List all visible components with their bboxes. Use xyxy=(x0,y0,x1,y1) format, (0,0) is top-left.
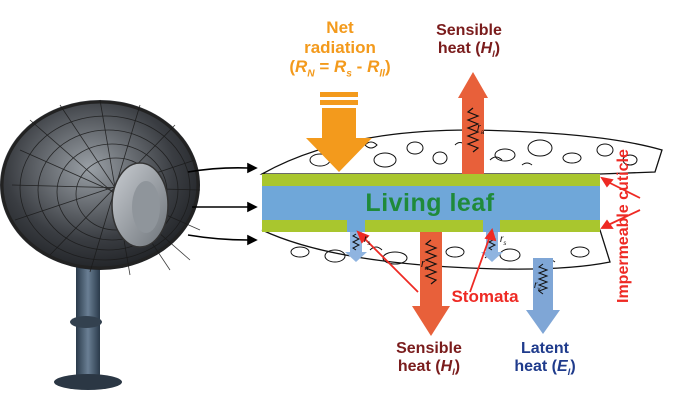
living-leaf-body xyxy=(262,186,600,220)
airflow-arrow-bottom xyxy=(187,234,249,241)
impermeable-cuticle-label: Impermeable cuticle xyxy=(615,149,632,303)
rs-left-label: rs xyxy=(364,234,371,247)
net-radiation-line1: Net xyxy=(326,18,354,37)
sensible-heat-bottom-line2: heat (Hl) xyxy=(397,358,461,379)
latent-heat-line1: Latent xyxy=(521,340,569,357)
stoma-left xyxy=(347,220,365,232)
fan-hub-cap xyxy=(132,181,160,233)
rv-label: rv xyxy=(534,280,541,293)
ra-bottom-label: ra xyxy=(421,258,429,273)
ra-bottom-resistor xyxy=(424,239,438,285)
sensible-heat-bottom-head xyxy=(412,306,450,336)
cuticle-pointer-top xyxy=(605,180,641,199)
stomata-pointer-left-head xyxy=(356,230,370,244)
ra-top-resistor xyxy=(466,107,480,153)
upper-cuticle xyxy=(262,174,600,186)
fan-illustration xyxy=(0,99,201,390)
cuticle-pointer-bottom xyxy=(605,209,641,227)
net-radiation-equation: (RN = Rs - Rll) xyxy=(289,57,391,80)
sensible-heat-arrow-bottom xyxy=(412,232,450,336)
cuticle-pointer-top-head xyxy=(600,176,614,188)
lower-cuticle xyxy=(262,220,600,232)
ra-top-label: ra xyxy=(477,122,485,137)
airflow-arrowhead-bottom xyxy=(247,234,258,246)
sensible-heat-top-line2: heat (Hl) xyxy=(437,40,501,61)
fan-pole xyxy=(76,250,100,380)
stoma-right xyxy=(483,220,500,232)
net-radiation-head xyxy=(306,138,372,172)
net-radiation-arrow xyxy=(306,92,372,172)
airflow-arrowhead-top xyxy=(247,162,258,174)
living-leaf-label: Living leaf xyxy=(365,189,495,217)
stomata-label: Stomata xyxy=(451,287,519,306)
rs-right-label: rs xyxy=(500,234,507,247)
fan-pole-collar xyxy=(70,316,102,328)
net-radiation-bar-2 xyxy=(320,100,358,105)
net-radiation-label: Net radiation (RN = Rs - Rll) xyxy=(265,18,415,80)
fan-base xyxy=(54,374,122,390)
net-radiation-shaft xyxy=(322,108,356,138)
airflow-arrows xyxy=(187,162,258,246)
stomata-arrow-left xyxy=(345,232,367,262)
sensible-heat-bottom-line1: Sensible xyxy=(396,340,462,357)
airflow-arrowhead-middle xyxy=(247,201,258,213)
latent-heat-head xyxy=(526,310,560,334)
rs-left-resistor xyxy=(351,233,361,251)
annotation-pointers xyxy=(356,176,641,293)
sensible-heat-top-head xyxy=(458,72,488,98)
sensible-heat-bottom-shaft xyxy=(420,232,442,306)
airflow-arrow-top xyxy=(187,167,249,173)
rv-resistor xyxy=(537,263,549,295)
net-radiation-line2: radiation xyxy=(304,37,376,57)
latent-heat-line2: heat (El) xyxy=(514,358,576,379)
cuticle-pointer-bottom-head xyxy=(600,219,614,229)
latent-heat-label: Latent heat (El) xyxy=(495,340,595,379)
sensible-heat-top-label: Sensible heat (Hl) xyxy=(404,22,534,61)
stomata-pointer-right xyxy=(469,235,491,293)
sensible-heat-top-shaft xyxy=(462,98,484,174)
stomata-pointer-right-head xyxy=(484,228,497,242)
sensible-heat-bottom-label: Sensible heat (Hl) xyxy=(374,340,484,379)
net-radiation-bar-1 xyxy=(320,92,358,97)
stomata-openings xyxy=(347,220,500,232)
latent-heat-arrow xyxy=(526,258,560,334)
stomata-pointer-left xyxy=(361,235,419,293)
sensible-heat-arrow-top xyxy=(458,72,488,174)
sensible-heat-top-line1: Sensible xyxy=(436,22,502,39)
